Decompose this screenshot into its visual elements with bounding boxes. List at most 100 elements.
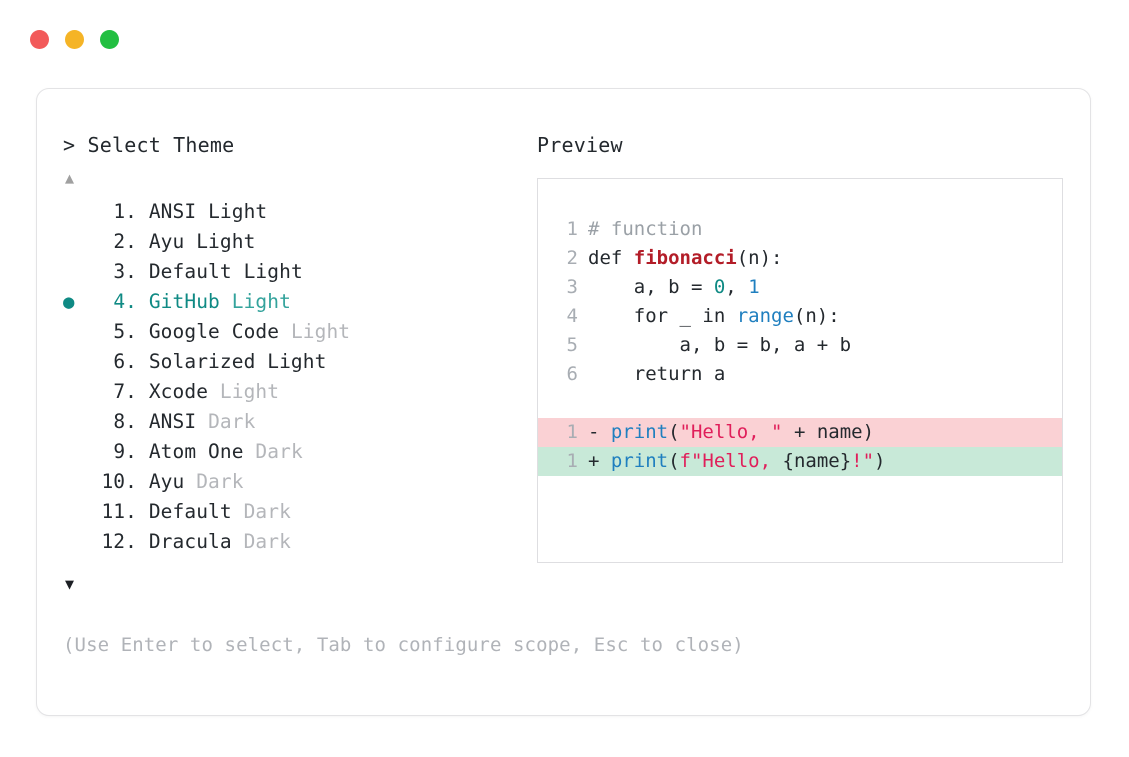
theme-item-index: 1. bbox=[113, 200, 137, 223]
code-token-plain: + name) bbox=[782, 421, 875, 443]
theme-item-gap bbox=[137, 257, 149, 287]
theme-item-name: Ayu bbox=[148, 470, 185, 493]
theme-list-item[interactable]: 12. Dracula Dark bbox=[63, 527, 523, 557]
code-token-func-def: fibonacci bbox=[633, 247, 737, 269]
code-token-plain: a, b = bbox=[588, 276, 714, 298]
diff-line-deletion: 1- print("Hello, " + name) bbox=[538, 418, 1062, 447]
theme-item-name-gap bbox=[196, 197, 208, 227]
theme-item-name-gap bbox=[184, 227, 196, 257]
theme-list-item[interactable]: 7. Xcode Light bbox=[63, 377, 523, 407]
selected-bullet-icon: ● bbox=[63, 291, 75, 313]
diff-line-number: 1 bbox=[566, 421, 578, 443]
theme-item-name: Atom One bbox=[148, 440, 244, 463]
theme-item-name: Dracula bbox=[148, 530, 232, 553]
close-window-button[interactable] bbox=[30, 30, 49, 49]
theme-item-variant: Light bbox=[208, 200, 268, 223]
maximize-window-button[interactable] bbox=[100, 30, 119, 49]
code-token-plain: , bbox=[725, 276, 749, 298]
code-token-builtin: print bbox=[610, 450, 669, 472]
theme-item-name-gap bbox=[196, 407, 208, 437]
theme-item-index: 10. bbox=[101, 470, 137, 493]
theme-item-variant: Light bbox=[243, 260, 303, 283]
code-token-builtin: print bbox=[610, 421, 669, 443]
code-line-number: 6 bbox=[566, 363, 578, 385]
diff-line-text: print("Hello, " + name) bbox=[611, 418, 874, 447]
theme-list-item[interactable]: 6. Solarized Light bbox=[63, 347, 523, 377]
theme-item-name-gap bbox=[208, 377, 220, 407]
theme-list-item[interactable]: ●4. GitHub Light bbox=[63, 287, 523, 317]
theme-item-index: 6. bbox=[113, 350, 137, 373]
code-line-text: def fibonacci(n): bbox=[588, 244, 782, 273]
code-token-plain: ( bbox=[668, 421, 680, 443]
theme-item-gap bbox=[137, 437, 149, 467]
code-token-string: f"Hello, bbox=[679, 450, 783, 472]
theme-item-variant: Light bbox=[219, 380, 280, 403]
theme-item-index: 8. bbox=[113, 410, 137, 433]
prompt-caret-icon: > bbox=[63, 133, 76, 157]
theme-item-variant: Light bbox=[231, 290, 291, 313]
window-titlebar bbox=[30, 30, 119, 49]
theme-item-name-gap bbox=[184, 467, 196, 497]
theme-item-gap bbox=[137, 407, 149, 437]
code-line-text: # function bbox=[588, 215, 702, 244]
theme-item-index: 12. bbox=[101, 530, 137, 553]
theme-item-variant: Dark bbox=[243, 530, 291, 553]
code-token-plain: (n): bbox=[736, 247, 783, 269]
code-token-plain: {name} bbox=[782, 450, 852, 472]
diff-sign: + bbox=[588, 450, 611, 472]
theme-item-name-gap bbox=[279, 317, 291, 347]
theme-item-name-gap bbox=[232, 527, 244, 557]
theme-item-name: Xcode bbox=[148, 380, 209, 403]
preview-label: Preview bbox=[537, 133, 623, 157]
theme-item-variant: Dark bbox=[243, 500, 291, 523]
theme-item-name: Solarized bbox=[148, 350, 256, 373]
theme-item-gap bbox=[137, 377, 149, 407]
theme-item-name-gap bbox=[255, 347, 267, 377]
theme-list-item[interactable]: 11. Default Dark bbox=[63, 497, 523, 527]
theme-item-index: 2. bbox=[113, 230, 137, 253]
theme-item-name-gap bbox=[220, 287, 232, 317]
theme-item-name-gap bbox=[244, 437, 256, 467]
diff-sign: - bbox=[588, 421, 611, 443]
code-line: 4 for _ in range(n): bbox=[538, 302, 1062, 331]
code-line-text: return a bbox=[588, 360, 726, 389]
scroll-up-arrow-icon[interactable]: ▲ bbox=[65, 169, 75, 187]
code-line-text: for _ in range(n): bbox=[588, 302, 840, 331]
theme-item-variant: Dark bbox=[208, 410, 256, 433]
keyboard-hint-text: (Use Enter to select, Tab to configure s… bbox=[63, 634, 744, 656]
code-token-builtin: range bbox=[736, 305, 794, 327]
code-token-plain: return a bbox=[588, 363, 726, 385]
diff-line-number: 1 bbox=[566, 450, 578, 472]
theme-list-item[interactable]: 1. ANSI Light bbox=[63, 197, 523, 227]
theme-item-name: ANSI bbox=[148, 410, 197, 433]
minimize-window-button[interactable] bbox=[65, 30, 84, 49]
code-line-number: 3 bbox=[566, 276, 578, 298]
theme-item-variant: Dark bbox=[196, 470, 244, 493]
theme-list-item[interactable]: 2. Ayu Light bbox=[63, 227, 523, 257]
code-line: 3 a, b = 0, 1 bbox=[538, 273, 1062, 302]
code-token-string: "Hello, " bbox=[679, 421, 783, 443]
scroll-down-arrow-icon[interactable]: ▼ bbox=[65, 575, 75, 593]
theme-list-item[interactable]: 3. Default Light bbox=[63, 257, 523, 287]
theme-item-index: 3. bbox=[113, 260, 137, 283]
theme-item-index: 5. bbox=[113, 320, 137, 343]
theme-list-item[interactable]: 10. Ayu Dark bbox=[63, 467, 523, 497]
code-token-plain: (n): bbox=[793, 305, 840, 327]
theme-item-name: ANSI bbox=[148, 200, 197, 223]
theme-list-item[interactable]: 8. ANSI Dark bbox=[63, 407, 523, 437]
theme-list-item[interactable]: 5. Google Code Light bbox=[63, 317, 523, 347]
theme-item-variant: Dark bbox=[255, 440, 303, 463]
theme-item-gap bbox=[137, 197, 149, 227]
code-line-number: 1 bbox=[566, 218, 578, 240]
theme-item-variant: Light bbox=[267, 350, 327, 373]
theme-item-name-gap bbox=[232, 497, 244, 527]
theme-item-gap bbox=[137, 347, 149, 377]
theme-item-name-gap bbox=[232, 257, 244, 287]
theme-list-item[interactable]: 9. Atom One Dark bbox=[63, 437, 523, 467]
